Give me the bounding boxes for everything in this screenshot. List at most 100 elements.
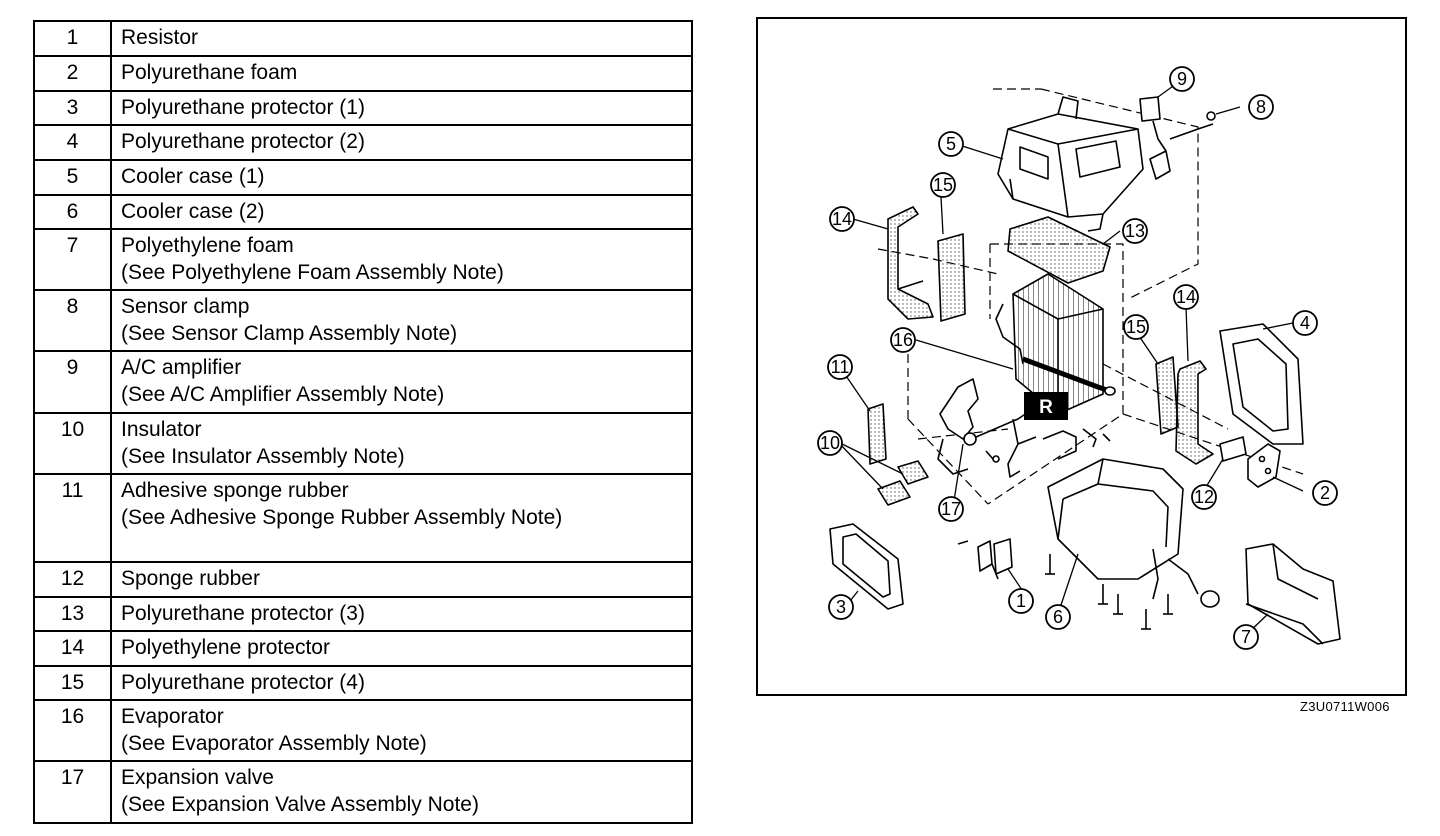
parts-row: 2 Polyurethane foam [34, 55, 692, 91]
callout-circle [930, 172, 956, 198]
callout-circle [1008, 588, 1034, 614]
part-assembly-note: (See Insulator Assembly Note) [121, 445, 405, 468]
callout-number: 1 [1016, 591, 1026, 611]
part-description: Polyethylene foam(See Polyethylene Foam … [111, 228, 692, 290]
part-description: Polyurethane protector (2) [111, 124, 692, 160]
protector-1-shape [829, 523, 904, 610]
part-description: Polyurethane protector (3) [111, 596, 692, 631]
callout-number: 3 [836, 597, 846, 617]
part-description: Sponge rubber [111, 561, 692, 597]
callout-15: 15 [1123, 314, 1149, 340]
callout-number: 5 [946, 134, 956, 154]
reference-marker: R [1024, 392, 1068, 420]
part-number: 12 [34, 561, 112, 597]
part-number: 2 [34, 55, 112, 91]
parts-row: 14 Polyethylene protector [34, 630, 692, 666]
protector-4-right-shape [1155, 356, 1179, 435]
part-description: Polyethylene protector [111, 630, 692, 666]
callout-number: 17 [941, 499, 961, 519]
callout-circle [1248, 94, 1274, 120]
callout-circle [1233, 624, 1259, 650]
part-name: Polyurethane protector (4) [121, 671, 365, 694]
callout-number: 4 [1300, 313, 1310, 333]
protector-2-shape [1219, 323, 1304, 445]
part-number: 9 [34, 350, 112, 413]
parts-row: 1 Resistor [34, 21, 692, 56]
part-description: Cooler case (2) [111, 194, 692, 229]
pipe-fittings-shape [992, 428, 1111, 478]
part-name: Resistor [121, 26, 199, 49]
cooler-case-1-shape [997, 96, 1144, 232]
part-number: 7 [34, 228, 112, 290]
part-name: Evaporator [121, 705, 224, 728]
callout-circle [938, 496, 964, 522]
callout-11: 11 [827, 354, 853, 380]
part-name: Adhesive sponge rubber [121, 479, 349, 502]
part-assembly-note: (See Sensor Clamp Assembly Note) [121, 322, 458, 345]
part-assembly-note: (See Expansion Valve Assembly Note) [121, 793, 479, 816]
callout-number: 9 [1177, 69, 1187, 89]
part-number: 17 [34, 760, 112, 823]
part-description: Resistor [111, 21, 692, 56]
callout-15: 15 [930, 172, 956, 198]
callout-circle [828, 594, 854, 620]
protector-3-shape [1007, 216, 1111, 284]
polyethylene-protector-left-shape [887, 206, 934, 320]
part-description: Sensor clamp (See Sensor Clamp Assembly N… [111, 289, 692, 351]
callout-1: 1 [1008, 588, 1034, 614]
callout-circle [827, 354, 853, 380]
callout-6: 6 [1045, 604, 1071, 630]
callout-number: 6 [1053, 607, 1063, 627]
callout-4: 4 [1292, 310, 1318, 336]
part-name: Sensor clamp [121, 295, 250, 318]
callout-circle [817, 430, 843, 456]
callout-number: 11 [831, 357, 850, 377]
callout-2: 2 [1312, 480, 1338, 506]
callout-circle [829, 206, 855, 232]
polyethylene-foam-shape [1245, 543, 1341, 645]
callout-5: 5 [938, 131, 964, 157]
part-number: 15 [34, 665, 112, 700]
part-number: 6 [34, 194, 112, 229]
callout-14: 14 [829, 206, 855, 232]
callout-10: 10 [817, 430, 843, 456]
sponge-rubber-shape [1219, 436, 1281, 488]
part-number: 16 [34, 699, 112, 761]
callout-7: 7 [1233, 624, 1259, 650]
adhesive-sponge-shape [867, 403, 887, 465]
callout-13: 13 [1122, 218, 1148, 244]
part-name: Polyethylene protector [121, 636, 330, 659]
callout-number: 13 [1125, 221, 1145, 241]
insulator-shapes [877, 460, 929, 506]
parts-row: 15 Polyurethane protector (4) [34, 665, 692, 700]
callout-circle [1173, 284, 1199, 310]
part-description: Adhesive sponge rubber(See Adhesive Spon… [111, 473, 692, 562]
callout-17: 17 [938, 496, 964, 522]
part-number: 1 [34, 21, 112, 56]
callout-number: 15 [933, 175, 953, 195]
part-description: Expansion valve(See Expansion Valve Asse… [111, 760, 692, 823]
part-number: 3 [34, 90, 112, 125]
callout-3: 3 [828, 594, 854, 620]
part-description: Polyurethane protector (4) [111, 665, 692, 700]
callout-number: 14 [832, 209, 852, 229]
part-description: Polyurethane foam [111, 55, 692, 91]
part-number: 14 [34, 630, 112, 666]
part-name: Polyurethane foam [121, 61, 298, 84]
part-name: Polyurethane protector (3) [121, 602, 365, 625]
callout-12: 12 [1191, 484, 1217, 510]
callout-number: 16 [893, 330, 913, 350]
callout-number: 10 [820, 433, 840, 453]
